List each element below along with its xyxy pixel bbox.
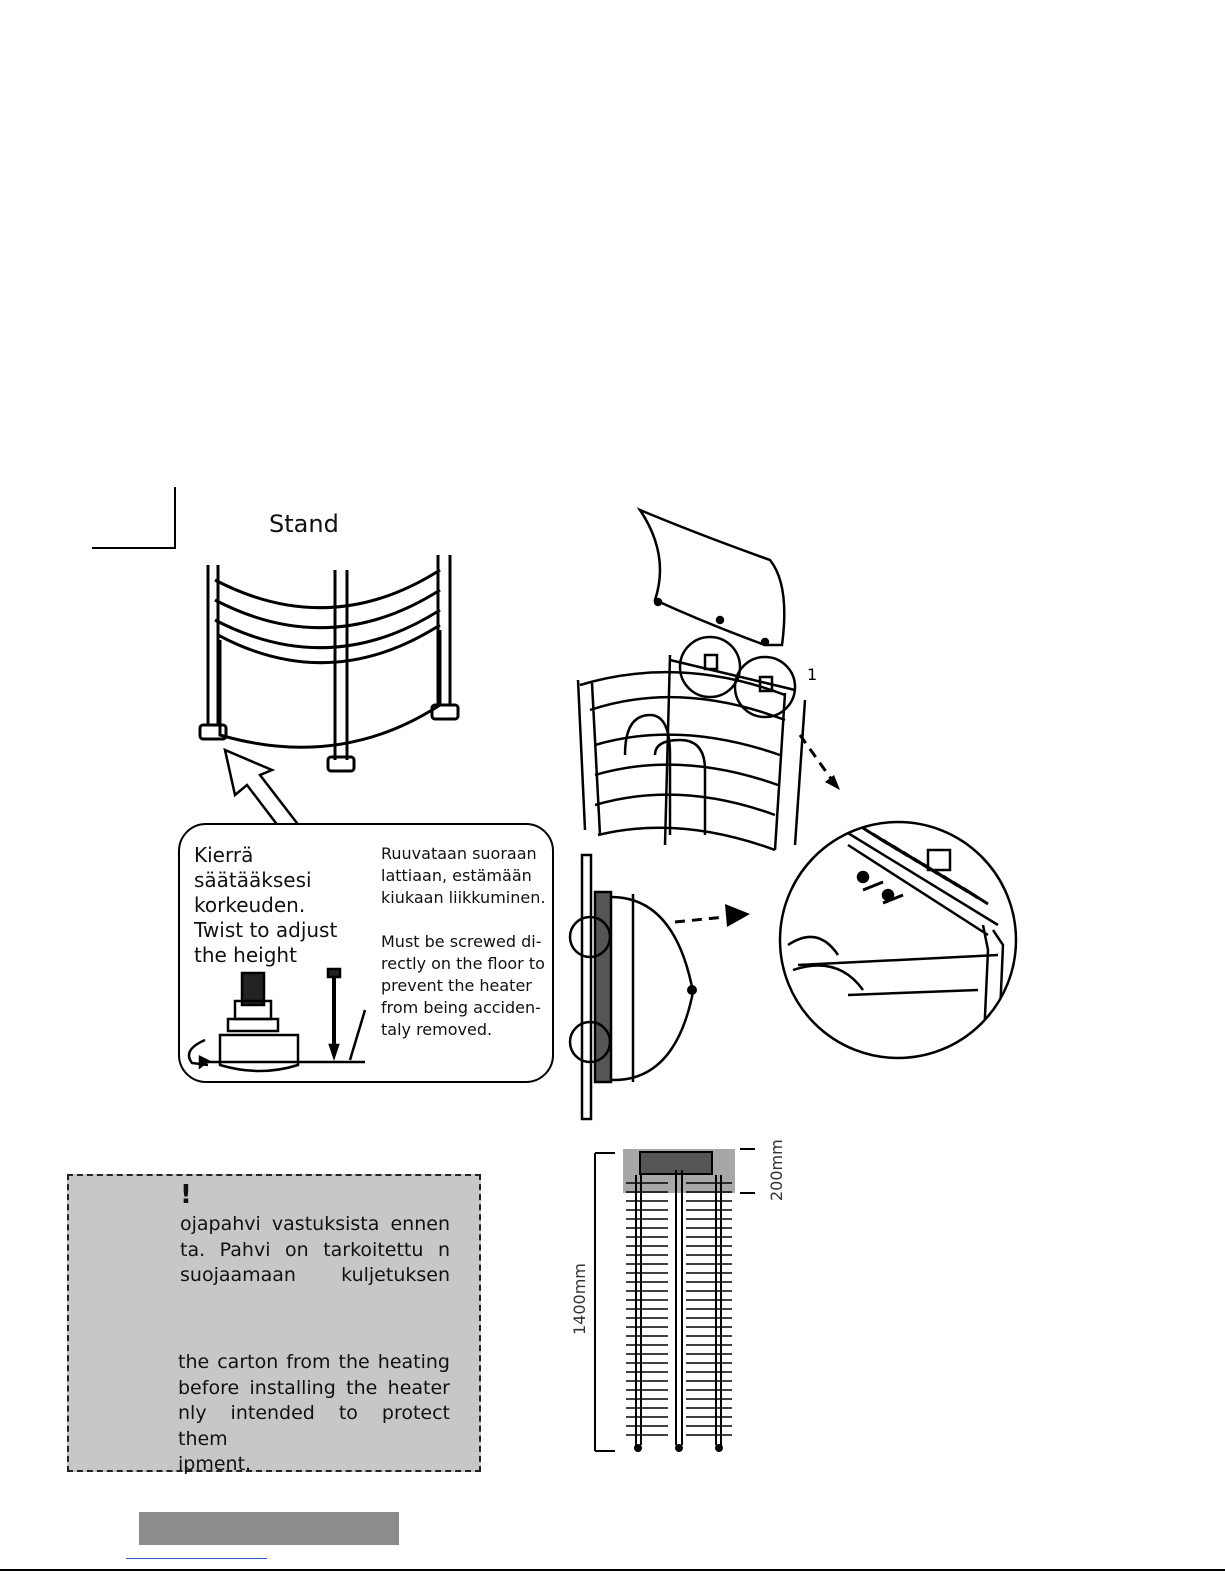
warning-text-fi: ojapahvi vastuksista ennen ta. Pahvi on …: [180, 1213, 450, 1286]
dimension-1400mm-label: 1400mm: [570, 1263, 589, 1335]
stand-illustration: [198, 555, 460, 835]
warning-en-line: the carton from the heating: [178, 1351, 450, 1373]
warning-text-en: the carton from the heating before insta…: [178, 1350, 450, 1478]
step-number: 1: [807, 665, 817, 684]
screw-text-fi: Ruuvataan suoraan lattiaan, estämään kiu…: [381, 844, 546, 907]
footer-link-underline: [126, 1558, 267, 1559]
corner-crop-mark: [92, 487, 176, 549]
heater-dimension-illustration: 200mm 1400mm: [570, 1139, 786, 1452]
twist-text-en: Twist to adjust the height: [194, 918, 338, 967]
foot-screw-illustration: [187, 967, 367, 1073]
arrow-to-foot-icon: [223, 747, 366, 835]
warning-en-line: nly intended to protect them: [178, 1402, 450, 1450]
heater-guard-illustration: 1: [576, 507, 840, 852]
footer-gray-bar: [139, 1512, 399, 1545]
stand-callout-box: [178, 823, 554, 1083]
warning-box: [67, 1174, 481, 1472]
twist-instructions: Kierrä säätääksesi korkeuden. Twist to a…: [194, 843, 374, 968]
warning-en-line: before installing the heater: [178, 1376, 450, 1399]
screw-instructions: Ruuvataan suoraan lattiaan, estämään kiu…: [381, 843, 551, 1041]
warning-exclamation-icon: !: [180, 1180, 192, 1210]
dimension-200mm-label: 200mm: [767, 1139, 786, 1201]
stand-title: Stand: [269, 510, 339, 538]
warning-en-line: ipment.: [178, 1453, 252, 1475]
bottom-rule: [0, 1569, 1225, 1571]
heater-top-view-illustration: [568, 853, 750, 1121]
twist-text-fi: Kierrä säätääksesi korkeuden.: [194, 843, 312, 917]
screw-text-en: Must be screwed di-rectly on the floor t…: [381, 932, 545, 1039]
bracket-detail-zoom: [778, 820, 1018, 1060]
